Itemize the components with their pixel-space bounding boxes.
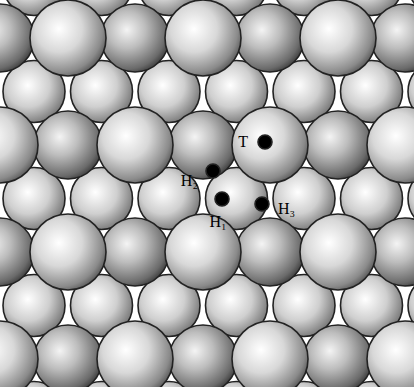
second-layer-atom — [169, 111, 237, 179]
top-layer-atom — [367, 321, 414, 387]
site-dot — [255, 197, 269, 211]
top-layer-atom — [97, 321, 173, 387]
top-layer-atom — [232, 107, 308, 183]
top-layer-atom — [232, 321, 308, 387]
site-dot — [206, 164, 220, 178]
second-layer-atom — [101, 218, 169, 286]
second-layer-atom — [0, 218, 34, 286]
site-label: T — [238, 134, 248, 150]
second-layer-atom — [371, 218, 414, 286]
second-layer-atom — [34, 325, 102, 387]
site-label: H₃ — [278, 201, 295, 217]
second-layer-atom — [169, 325, 237, 387]
second-layer-atom — [304, 111, 372, 179]
site-dot — [215, 192, 229, 206]
top-layer-atom — [0, 107, 38, 183]
site-dot — [258, 135, 272, 149]
top-layer-atom — [300, 214, 376, 290]
second-layer-atom — [236, 218, 304, 286]
top-layer-atom — [165, 214, 241, 290]
top-layer-atom — [30, 0, 106, 76]
site-label: H₂ — [181, 173, 198, 189]
second-layer-atom — [304, 325, 372, 387]
site-label: H₁ — [209, 214, 226, 230]
second-layer-atom — [236, 4, 304, 72]
top-layer-atom — [97, 107, 173, 183]
top-layer-atom — [30, 214, 106, 290]
top-layer-atom — [0, 321, 38, 387]
second-layer-atom — [371, 4, 414, 72]
top-layer-atom — [300, 0, 376, 76]
top-layer-atom — [165, 0, 241, 76]
second-layer-atom — [0, 4, 34, 72]
top-layer-atom — [367, 107, 414, 183]
second-layer-atom — [34, 111, 102, 179]
second-layer-atom — [101, 4, 169, 72]
